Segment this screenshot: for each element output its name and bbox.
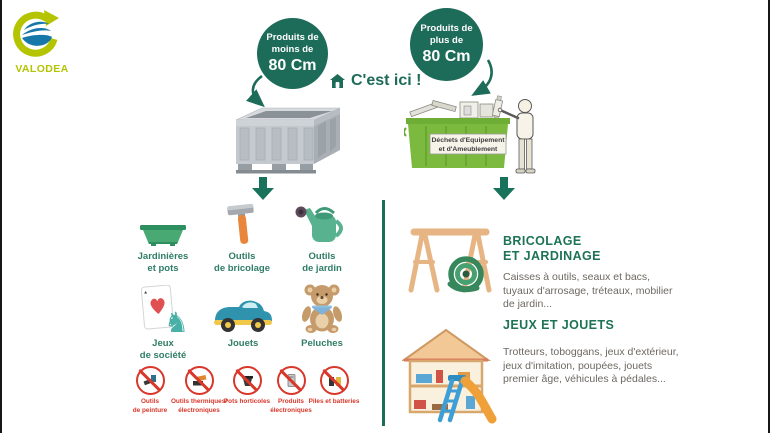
teddy-bear-icon (301, 284, 343, 333)
prohibited-label: Piles et batteries (308, 398, 360, 405)
dollhouse-and-slide-icon (402, 328, 497, 424)
list-item-outils-bricolage: Outils de bricolage (203, 203, 281, 276)
prohibited-item-pots: Pots horticoles (218, 366, 276, 407)
pallet-box-icon (235, 107, 341, 174)
valodea-logo: VALODEA (12, 10, 74, 86)
curved-arrow-right-icon (471, 59, 493, 96)
chess-knight-icon: ♞ (163, 306, 189, 339)
badge-text: Produits de moins de (266, 32, 319, 55)
no-electronic-products-icon (276, 366, 306, 395)
planter-icon (140, 225, 186, 246)
badge-size: 80 Cm (422, 47, 471, 65)
prohibited-item-paint-tools: Outils de peinture (121, 366, 179, 415)
dumpster-label: Déchets d'Equipement et d'Ameublement (431, 137, 505, 154)
playing-card-icon (140, 284, 174, 330)
list-item-outils-jardin: Outils de jardin (283, 206, 361, 276)
trestle-and-hose-icon (408, 228, 492, 293)
location-callout: C'est ici ! (330, 72, 422, 90)
dumpster-icon (404, 95, 536, 174)
section-title: BRICOLAGE ET JARDINAGE (503, 234, 601, 263)
no-paint-tools-icon (135, 366, 165, 395)
list-item-jouets: Jouets (204, 283, 282, 350)
prohibited-label: Outils de peinture (132, 398, 168, 414)
item-label: Outils de bricolage (214, 251, 270, 275)
down-arrow-icon (493, 177, 515, 200)
section-jeux-jouets: JEUX ET JOUETS Trotteurs, toboggans, jeu… (503, 318, 713, 387)
item-label: Jouets (227, 338, 259, 349)
no-horticultural-pots-icon (232, 366, 262, 395)
prohibited-label: Pots horticoles (223, 398, 271, 405)
recycle-arrow-wave-icon (13, 10, 59, 57)
prohibited-item-thermal-tools: Outils thermiques/ électroniques (170, 366, 228, 415)
badge-size: 80 Cm (268, 56, 317, 74)
badge-products-under-80cm: Produits de moins de 80 Cm (257, 18, 328, 89)
prohibited-label: Outils thermiques/ électroniques (170, 398, 228, 414)
list-item-peluches: Peluches (283, 283, 361, 350)
section-title: JEUX ET JOUETS (503, 318, 615, 332)
vertical-divider (382, 200, 385, 426)
logo-wordmark: VALODEA (15, 63, 69, 75)
item-label: Jeux de société (139, 338, 187, 362)
item-label: Jardinières et pots (137, 251, 189, 275)
playing-card-and-knight-icon: ♞ (140, 284, 189, 337)
list-item-jardinieres: Jardinières et pots (124, 210, 202, 276)
no-batteries-icon (319, 366, 349, 395)
item-label: Peluches (301, 338, 343, 349)
section-body: Caisses à outils, seaux et bacs, tuyaux … (503, 271, 673, 311)
curved-arrow-left-icon (246, 74, 265, 108)
prohibited-item-batteries: Piles et batteries (305, 366, 363, 407)
right-edge-bar (768, 0, 770, 433)
location-label: C'est ici ! (351, 72, 422, 89)
toy-car-icon (214, 300, 272, 332)
house-icon (330, 74, 345, 88)
no-thermal-electronic-tools-icon (184, 366, 214, 395)
watering-can-icon (295, 206, 343, 242)
badge-text: Produits de plus de (420, 23, 473, 46)
item-label: Outils de jardin (302, 251, 342, 275)
section-bricolage-jardinage: BRICOLAGE ET JARDINAGE Caisses à outils,… (503, 234, 713, 312)
hammer-icon (227, 203, 254, 244)
section-body: Trotteurs, toboggans, jeux d'extérieur, … (503, 346, 679, 386)
left-edge-bar (0, 0, 2, 433)
list-item-jeux-societe: ♞ Jeux de société (124, 283, 202, 363)
prohibited-item-electronics: Produits électroniques (262, 366, 320, 415)
badge-products-over-80cm: Produits de plus de 80 Cm (410, 8, 483, 81)
down-arrow-icon (252, 177, 274, 200)
prohibited-label: Produits électroniques (270, 398, 312, 414)
